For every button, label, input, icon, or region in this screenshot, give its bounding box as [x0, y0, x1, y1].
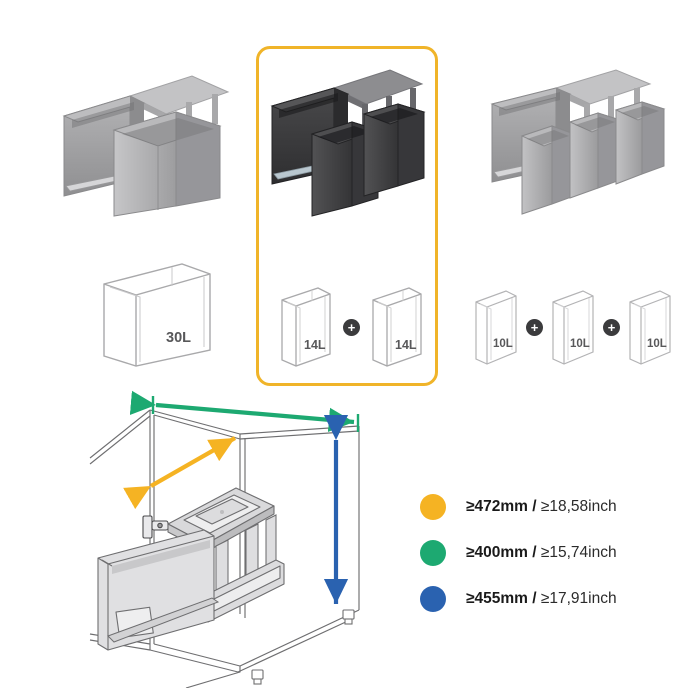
- legend-dot-width-icon: [420, 540, 446, 566]
- capacity-group-center: 14L + 14L: [278, 286, 425, 368]
- bin-assembly-left-svg: [62, 75, 230, 217]
- capacity-group-left: 30L: [96, 262, 214, 370]
- legend-mm-height: ≥455mm: [466, 590, 528, 607]
- bin-outline-10l-a: [475, 290, 517, 365]
- legend-mm-depth: ≥472mm: [466, 498, 528, 515]
- legend-text-height: ≥455mm / ≥17,91inch: [466, 590, 617, 608]
- legend-dot-depth-icon: [420, 494, 446, 520]
- capacity-bin-10l-b: 10L: [549, 288, 597, 366]
- bin-outline-10l-c: [629, 290, 671, 365]
- legend-text-width: ≥400mm / ≥15,74inch: [466, 544, 617, 562]
- legend-separator-depth: /: [532, 498, 537, 515]
- legend-row-width: ≥400mm / ≥15,74inch: [420, 530, 617, 576]
- capacity-plus-separator-2: +: [526, 318, 543, 336]
- legend-row-height: ≥455mm / ≥17,91inch: [420, 576, 617, 622]
- bin-outline-14l-b: [372, 287, 422, 367]
- capacity-group-right: 10L + 10L + 10L: [472, 288, 674, 366]
- variant-left-image[interactable]: [52, 58, 238, 218]
- legend-text-depth: ≥472mm / ≥18,58inch: [466, 498, 617, 516]
- legend-separator-width: /: [532, 544, 537, 561]
- bin-outline-10l-b: [552, 290, 594, 365]
- capacity-plus-separator-1: +: [343, 318, 360, 336]
- bin-outline-14l-a: [281, 287, 331, 367]
- bin-outline-30l: [103, 263, 211, 367]
- capacity-bin-30l: 30L: [96, 262, 214, 370]
- legend-inch-height: ≥17,91inch: [540, 590, 617, 607]
- capacity-plus-separator-3: +: [603, 318, 620, 336]
- legend-inch-depth: ≥18,58inch: [540, 498, 617, 515]
- legend-mm-width: ≥400mm: [466, 544, 528, 561]
- capacity-bin-10l-a: 10L: [472, 288, 520, 366]
- legend-separator-height: /: [532, 590, 537, 607]
- variant-right-image[interactable]: [478, 58, 670, 218]
- depth-arrow: [123, 436, 237, 510]
- cabinet-diagram-svg: [89, 390, 360, 689]
- variant-center-image[interactable]: [266, 58, 434, 223]
- cabinet-dimension-diagram: [88, 388, 388, 693]
- capacity-bin-10l-c: 10L: [626, 288, 674, 366]
- dimension-legend: ≥472mm / ≥18,58inch ≥400mm / ≥15,74inch …: [420, 484, 617, 622]
- legend-inch-width: ≥15,74inch: [540, 544, 617, 561]
- selected-variant-highlight[interactable]: [256, 46, 438, 386]
- width-arrow: [129, 390, 360, 432]
- bin-assembly-right-svg: [490, 69, 666, 215]
- legend-row-depth: ≥472mm / ≥18,58inch: [420, 484, 617, 530]
- bin-assembly-center-svg: [270, 69, 426, 217]
- legend-dot-height-icon: [420, 586, 446, 612]
